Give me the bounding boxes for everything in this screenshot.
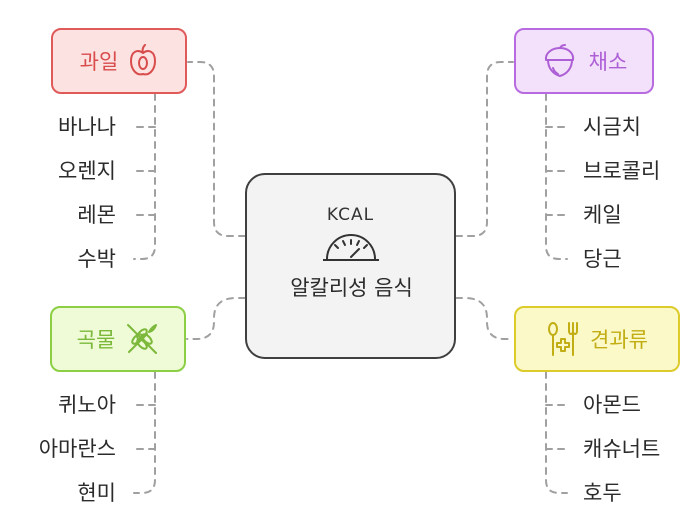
scale-icon — [323, 234, 379, 261]
vegetable-category-box: 채소 — [514, 28, 654, 94]
list-item: 수박 — [77, 247, 116, 271]
list-item: 케일 — [583, 203, 622, 227]
apple-icon — [130, 44, 157, 76]
connector-fruit-items — [133, 93, 156, 260]
list-item: 시금치 — [583, 115, 641, 139]
central-topic-node: KCAL 알칼리성 음식 — [245, 173, 456, 359]
list-item: 오렌지 — [58, 159, 116, 183]
kcal-label: KCAL — [326, 205, 375, 225]
connector-nut — [455, 297, 514, 340]
connector-fruit — [187, 61, 246, 237]
connector-grain-items — [133, 371, 156, 494]
connector-veg-items — [545, 93, 568, 260]
fruit-category-box: 과일 — [51, 28, 187, 94]
grain-category-box: 곡물 — [50, 306, 186, 372]
list-item: 아마란스 — [38, 437, 116, 461]
central-topic-title: 알칼리성 음식 — [290, 276, 413, 300]
nut-category-label: 견과류 — [590, 328, 648, 352]
health-food-icon — [548, 322, 579, 356]
grain-category-label: 곡물 — [76, 328, 116, 352]
list-item: 레몬 — [77, 203, 116, 227]
no-wheat-icon — [127, 324, 158, 354]
list-item: 바나나 — [58, 115, 116, 139]
acorn-icon — [544, 44, 574, 77]
list-item: 현미 — [77, 481, 116, 505]
connector-nut-items — [545, 371, 568, 494]
list-item: 브로콜리 — [583, 159, 661, 183]
list-item: 호두 — [583, 481, 622, 505]
list-item: 아몬드 — [583, 393, 641, 417]
vegetable-category-label: 채소 — [588, 50, 628, 74]
connector-veg — [455, 61, 514, 237]
fruit-category-label: 과일 — [79, 50, 119, 74]
nut-category-box: 견과류 — [514, 306, 680, 372]
list-item: 퀴노아 — [58, 393, 116, 417]
connector-grain — [186, 297, 246, 340]
list-item: 캐슈너트 — [583, 437, 661, 461]
list-item: 당근 — [583, 247, 622, 271]
